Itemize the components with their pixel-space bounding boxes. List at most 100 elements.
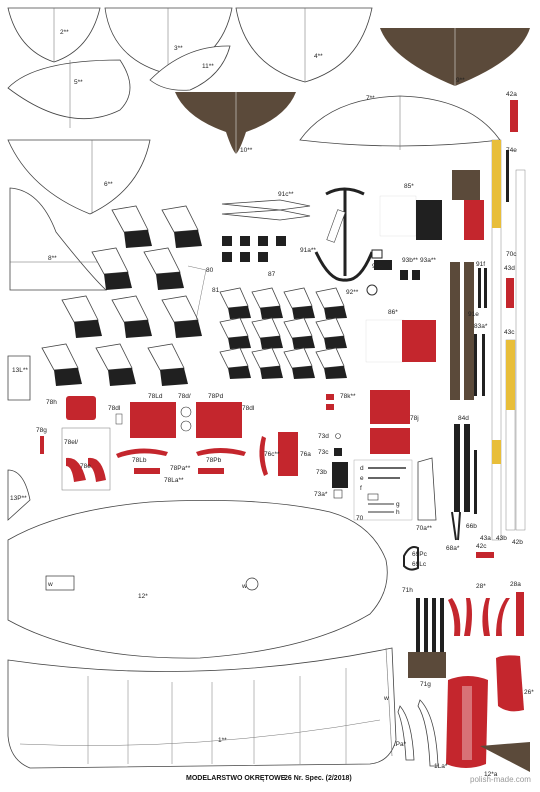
label-1pa: 1Pa* (392, 741, 407, 748)
label-26: 26* (524, 689, 534, 696)
label-92: 92** (346, 289, 359, 296)
part-4: 4** (235, 7, 373, 83)
label-8: 8** (48, 255, 57, 262)
label-43b: 43b (496, 535, 507, 542)
sail-group-80: 80 (41, 205, 214, 386)
label-94a: 94a** (372, 263, 388, 270)
label-68a: 68a* (446, 545, 460, 552)
label-91a: 91a** (300, 247, 316, 254)
parts-28: 28* 28a (448, 581, 524, 636)
label-g: g (396, 501, 400, 508)
label-11: 11** (202, 63, 214, 70)
part-93: 93b** 93a** (400, 257, 436, 280)
label-66b: 66b (466, 523, 477, 530)
hull-part-1: 1** (7, 647, 397, 769)
label-4: 4** (314, 53, 323, 60)
part-13l: 13L** (7, 355, 31, 401)
label-70: 70 (356, 515, 364, 522)
label-69pc: 69Pc (412, 551, 428, 558)
label-28: 28* (476, 583, 486, 590)
label-78h: 78h (46, 399, 57, 406)
label-78g: 78g (36, 427, 47, 434)
parts-71: 71h 71g (402, 587, 446, 688)
part-86: 86* (365, 309, 436, 363)
part-85: 85* (379, 170, 484, 240)
caption-issue: 26 Nr. Spec. (2/2018) (284, 775, 352, 782)
label-84d: 84d (458, 415, 469, 422)
part-8: 8** (9, 187, 108, 291)
label-13p: 13P** (10, 495, 27, 502)
parts-78: 78h 78g 78dl 78Ld 78d/ 78Pd 78dl 78el/ 7… (36, 393, 255, 491)
label-12a: 12*a (484, 771, 498, 778)
label-73c: 73c (318, 449, 329, 456)
label-w3: w (383, 695, 389, 702)
strips-84d: 84d 66b (454, 415, 477, 530)
label-42b: 42b (512, 539, 523, 546)
parts-68-69: 68a* 69Pc 69Lc 42c (403, 511, 494, 571)
label-78pb: 78Pb (206, 457, 222, 464)
label-86: 86* (388, 309, 398, 316)
side-strip-w: w (383, 647, 393, 757)
label-2: 2** (60, 29, 69, 36)
parts-78k-78j: 78k** 78j (326, 390, 419, 454)
part-92: 92** (346, 284, 378, 296)
label-78dl: 78dl (108, 405, 121, 412)
label-71h: 71h (402, 587, 413, 594)
label-3: 3** (174, 45, 183, 52)
part-10: 10** (175, 92, 296, 154)
part-87: 87 (222, 236, 286, 278)
label-78dp: 78d/ (178, 393, 191, 400)
label-91f: 91f (476, 261, 485, 268)
label-78el: 78el/ (64, 439, 78, 446)
label-10: 10** (240, 147, 253, 154)
label-78pd: 78Pd (208, 393, 224, 400)
parts-76: 76c** 76a (259, 432, 311, 476)
label-28a: 28a (510, 581, 521, 588)
label-9: 9** (456, 77, 465, 84)
label-f: f (360, 485, 362, 492)
label-76a: 76a (300, 451, 311, 458)
caption-title: MODELARSTWO OKRĘTOWE (186, 775, 286, 782)
part-11: 11** (149, 45, 231, 91)
part-6: 6** (7, 139, 151, 215)
parts-1pa-1la: 1Pa* 1La* (392, 699, 448, 770)
masts-70-74: 42a 74e 70c 43d 43c 43a 43b 42b (480, 91, 526, 546)
label-85: 85* (404, 183, 414, 190)
label-43a: 43a (480, 535, 491, 542)
label-73a: 73a* (314, 491, 328, 498)
label-93b: 93b** (402, 257, 418, 264)
label-42a: 42a (506, 91, 517, 98)
part-12a-stern: 12*a (446, 676, 530, 778)
part-9: 9** (380, 28, 530, 86)
deck-part-12: w w 12* (7, 499, 388, 659)
part-91c: 91c** (221, 191, 311, 221)
label-d: d (360, 465, 364, 472)
label-70a: 70a** (416, 525, 432, 532)
label-78dr: 78dl (242, 405, 255, 412)
label-5: 5** (74, 79, 83, 86)
label-80: 80 (206, 267, 214, 274)
label-7: 7** (366, 95, 375, 102)
part-2: 2** (7, 7, 101, 63)
parts-70: d e f g h 70 70a** (353, 457, 437, 532)
part-94a: 94a** (371, 249, 392, 270)
label-78lb: 78Lb (132, 457, 147, 464)
part-7: 7** (299, 95, 501, 150)
label-42c: 42c (476, 543, 487, 550)
label-91c: 91c** (278, 191, 294, 198)
label-87: 87 (268, 271, 276, 278)
anchor-91a: 91a** (300, 187, 374, 282)
label-78k: 78k** (340, 393, 356, 400)
label-43c: 43c (504, 329, 515, 336)
label-76c: 76c** (264, 451, 280, 458)
label-78pa: 78Pa** (170, 465, 191, 472)
label-69lc: 69Lc (412, 561, 427, 568)
label-74e: 74e (506, 147, 517, 154)
label-81: 81 (212, 287, 220, 294)
label-12: 12* (138, 593, 148, 600)
label-71g: 71g (420, 681, 431, 688)
label-1la: 1La* (434, 763, 448, 770)
part-13p: 13P** (7, 469, 31, 521)
